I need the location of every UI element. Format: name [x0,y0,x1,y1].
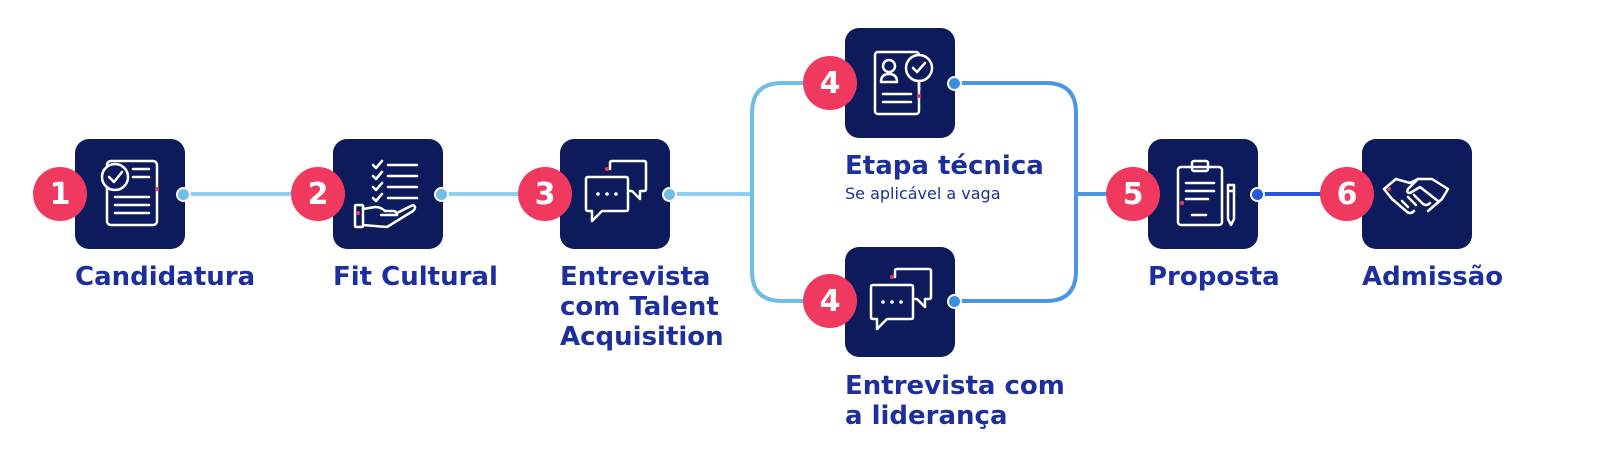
step-6-box [1362,139,1472,249]
step-3-label: Entrevista com Talent Acquisition [560,262,724,352]
handshake-icon [1382,177,1450,215]
step-4a-box [845,28,955,138]
step-1-number-badge: 1 [33,167,87,221]
checklist-hand-icon [353,159,419,229]
step-4b-number-badge: 4 [803,274,857,328]
step-6-number-badge: 6 [1320,167,1374,221]
chat-bubbles-icon [869,267,933,331]
step-1-connector-dot [176,187,191,202]
step-2-label: Fit Cultural [333,262,498,292]
step-3-connector-dot [662,187,677,202]
step-2-number-badge: 2 [291,167,345,221]
step-5-number-badge: 5 [1106,167,1160,221]
branch-left-bracket [750,81,830,303]
step-4a-connector-dot [947,76,962,91]
document-check-icon [100,159,159,227]
step-1-label: Candidatura [75,262,256,292]
chat-bubbles-icon [584,159,648,223]
step-4a-sublabel: Se aplicável a vaga [845,184,1001,203]
step-3-number-badge: 3 [518,167,572,221]
step-4a-number-badge: 4 [803,56,857,110]
step-5-connector-dot [1250,187,1265,202]
step-2-box [333,139,443,249]
step-2-connector-dot [434,187,449,202]
step-4b-connector-dot [947,294,962,309]
step-5-label: Proposta [1148,262,1280,292]
step-4a-label: Etapa técnica [845,151,1044,181]
step-3-box [560,139,670,249]
step-4b-box [845,247,955,357]
step-4b-label: Entrevista com a liderança [845,371,1065,431]
profile-check-icon [873,50,934,116]
step-6-label: Admissão [1362,262,1504,292]
step-1-box [75,139,185,249]
step-5-box [1148,139,1258,249]
clipboard-pen-icon [1176,159,1236,227]
